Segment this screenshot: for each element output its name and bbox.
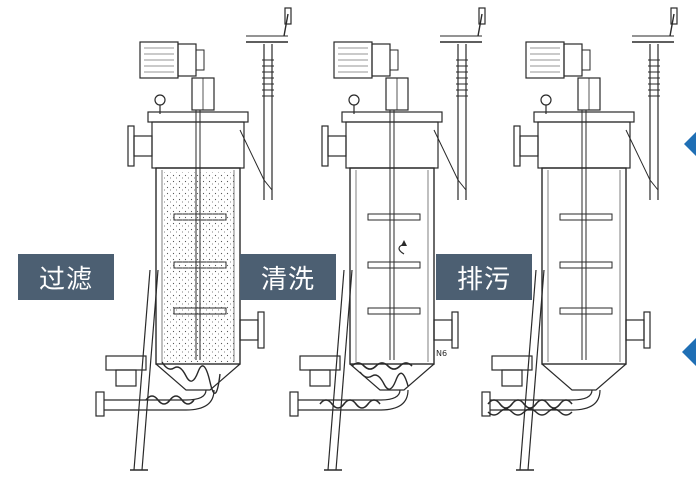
arrow-icon [684, 132, 696, 156]
stage-label-wash: 清洗 [240, 254, 336, 300]
stage-label-drain: 排污 [436, 254, 532, 300]
nozzle-tag: N6 [436, 349, 447, 358]
filter-unit-filtering [95, 7, 292, 471]
arrow-icon [682, 338, 696, 366]
filter-unit-washing: N6 [289, 7, 486, 471]
filter-unit-draining [481, 7, 678, 471]
stage-label-filter: 过滤 [18, 254, 114, 300]
